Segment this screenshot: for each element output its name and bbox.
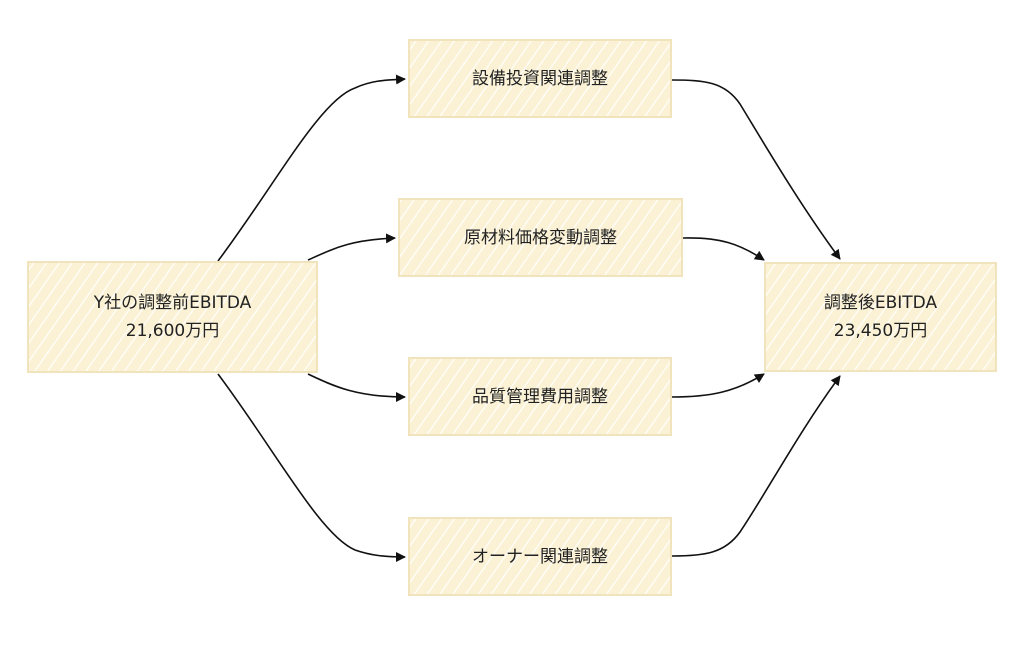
- source-ebitda-title: Y社の調整前EBITDA: [93, 293, 252, 313]
- adjustment-label: 品質管理費用調整: [472, 386, 608, 407]
- adjustment-label: オーナー関連調整: [472, 546, 608, 567]
- edge-capex-to-result: [671, 79, 841, 260]
- adjusted-ebitda-value: 23,450万円: [833, 321, 928, 341]
- adjusted-ebitda-node: 調整後EBITDA 23,450万円: [764, 262, 997, 372]
- edge-qc-to-result: [671, 373, 765, 398]
- adjustment-label: 設備投資関連調整: [472, 68, 608, 89]
- edge-source-to-qc: [307, 373, 406, 402]
- adjustment-label: 原材料価格変動調整: [464, 227, 617, 248]
- adjustment-node-quality-control: 品質管理費用調整: [408, 357, 672, 436]
- adjustment-node-capex: 設備投資関連調整: [408, 39, 672, 118]
- edge-source-to-owner: [217, 373, 406, 562]
- adjustment-node-owner: オーナー関連調整: [408, 517, 672, 596]
- edge-source-to-capex: [217, 74, 406, 262]
- adjustment-node-raw-material: 原材料価格変動調整: [398, 198, 683, 277]
- edge-raw-to-result: [682, 237, 765, 261]
- adjusted-ebitda-title: 調整後EBITDA: [823, 293, 938, 313]
- source-ebitda-node: Y社の調整前EBITDA 21,600万円: [27, 261, 318, 373]
- edge-owner-to-result: [671, 375, 841, 557]
- source-ebitda-value: 21,600万円: [125, 321, 220, 341]
- edge-source-to-raw: [307, 233, 396, 261]
